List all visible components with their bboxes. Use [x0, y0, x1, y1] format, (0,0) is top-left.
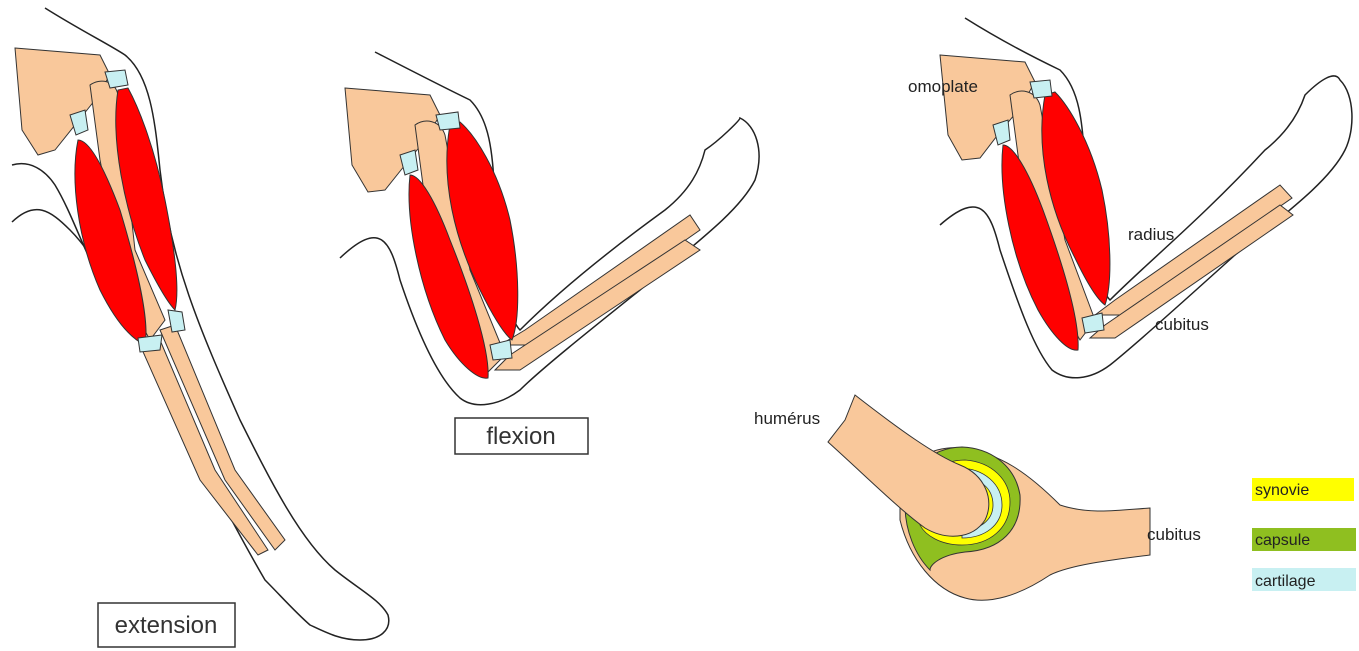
- label-omoplate: omoplate: [908, 77, 978, 96]
- label-cubitus: cubitus: [1155, 315, 1209, 334]
- tendon-top: [993, 120, 1010, 145]
- legend-label-cartilage: cartilage: [1255, 573, 1316, 590]
- cubitus-bone: [495, 240, 700, 370]
- legend: synovie capsule cartilage: [1252, 478, 1356, 591]
- label-humerus: humérus: [754, 409, 820, 428]
- arm-flexion: flexion: [340, 52, 759, 454]
- elbow-joint-detail: humérus cubitus: [754, 395, 1201, 600]
- cubitus-bone: [140, 340, 268, 555]
- caption-flexion: flexion: [486, 423, 555, 450]
- tendon-shoulder: [1030, 80, 1052, 98]
- arm-extension: extension: [12, 8, 389, 647]
- radius-bone: [160, 325, 285, 550]
- radius-bone: [500, 215, 700, 345]
- tendon-top: [70, 110, 88, 135]
- arm-labelled: omoplate radius cubitus: [908, 18, 1352, 378]
- label-radius: radius: [1128, 225, 1174, 244]
- legend-label-capsule: capsule: [1255, 532, 1310, 549]
- radius-bone: [1095, 185, 1292, 315]
- legend-label-synovie: synovie: [1255, 482, 1309, 499]
- caption-extension: extension: [115, 612, 218, 639]
- tendon-shoulder: [436, 112, 460, 130]
- tendon-elbow: [138, 335, 162, 352]
- tendon-top: [400, 150, 418, 175]
- label-cubitus-joint: cubitus: [1147, 525, 1201, 544]
